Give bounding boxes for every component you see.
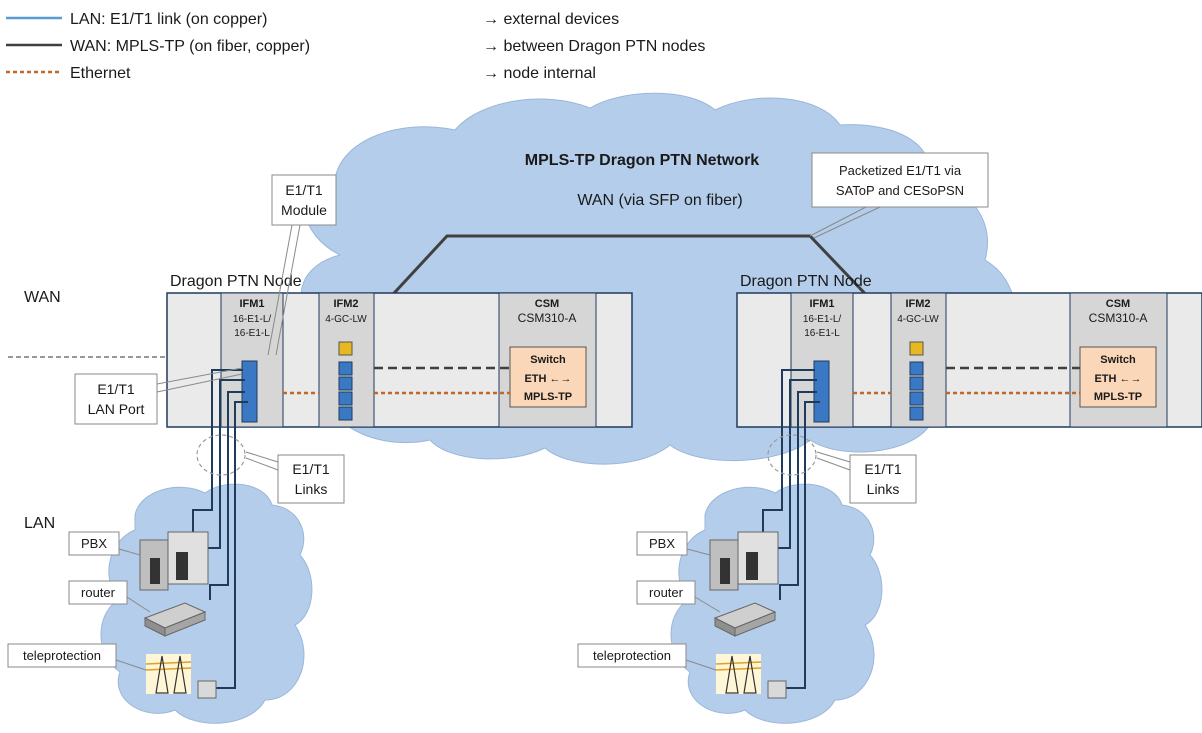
csm-name: CSM	[1106, 298, 1130, 310]
sfp-port[interactable]	[909, 341, 924, 356]
links-highlight-circle	[196, 434, 246, 476]
teleprotection-label-box	[577, 643, 687, 668]
callout-module-line2: Module	[281, 202, 327, 218]
legend: LAN: E1/T1 link (on copper) → external d…	[6, 11, 705, 82]
router-icon	[713, 602, 777, 637]
legend-meaning-ethernet: → node internal	[483, 65, 596, 82]
ethernet-port[interactable]	[909, 391, 924, 406]
pbx-label-box	[636, 531, 688, 556]
callout-links-left: E1/T1 Links	[245, 451, 345, 504]
callout-links-right-line1: E1/T1	[864, 461, 902, 477]
ethernet-port[interactable]	[338, 406, 353, 421]
e1-links	[762, 369, 820, 689]
ifm2-name: IFM2	[905, 298, 930, 310]
teleprotection-pointer	[685, 659, 717, 671]
switch-mpls-label: MPLS-TP	[1094, 391, 1142, 403]
cloud-title: MPLS-TP Dragon PTN Network	[525, 152, 759, 169]
router-label-box	[68, 580, 128, 605]
device-label-teleprotection: teleprotection	[593, 648, 671, 663]
switch-box	[509, 346, 587, 408]
callout-module-line1: E1/T1	[285, 182, 323, 198]
switch-box	[1079, 346, 1157, 408]
callout-links-left-line2: Links	[295, 481, 328, 497]
callout-lan-port: E1/T1 LAN Port	[74, 367, 243, 425]
legend-label-wan: WAN: MPLS-TP (on fiber, copper)	[70, 38, 310, 55]
csm-model: CSM310-A	[1089, 311, 1148, 325]
ifm2-type: 4-GC-LW	[897, 314, 939, 325]
pbx-pointer	[118, 548, 141, 556]
device-label-pbx: PBX	[81, 536, 107, 551]
switch-label: Switch	[1100, 354, 1136, 366]
zone-label-wan: WAN	[24, 289, 61, 306]
ethernet-port[interactable]	[338, 376, 353, 391]
callout-links-right: E1/T1 Links	[816, 451, 917, 504]
callout-lan-port-line2: LAN Port	[88, 401, 145, 417]
router-label-box	[636, 580, 696, 605]
callout-links-left-line1: E1/T1	[292, 461, 330, 477]
legend-label-ethernet: Ethernet	[70, 65, 131, 82]
pbx-label-box	[68, 531, 120, 556]
legend-label-lan: LAN: E1/T1 link (on copper)	[70, 11, 267, 28]
switch-eth-label: ETH ←→	[524, 373, 571, 385]
ethernet-port[interactable]	[909, 361, 924, 376]
e1-links	[192, 369, 248, 689]
switch-mpls-label: MPLS-TP	[524, 391, 572, 403]
pbx-pointer	[686, 548, 711, 556]
ifm1-name: IFM1	[809, 298, 834, 310]
callout-packetized-line1: Packetized E1/T1 via	[839, 163, 962, 178]
ethernet-port[interactable]	[909, 406, 924, 421]
callout-packetized: Packetized E1/T1 via SAToP and CESoPSN	[809, 152, 989, 239]
cloud-subtitle: WAN (via SFP on fiber)	[577, 192, 742, 209]
ifm1-name: IFM1	[239, 298, 264, 310]
device-label-pbx: PBX	[649, 536, 675, 551]
ifm1-type-line1: 16-E1-L/	[803, 314, 842, 325]
callout-lan-port-line1: E1/T1	[97, 381, 135, 397]
ethernet-port[interactable]	[338, 391, 353, 406]
zone-label-lan: LAN	[24, 515, 55, 532]
csm-model: CSM310-A	[518, 311, 577, 325]
ethernet-port[interactable]	[909, 376, 924, 391]
node-title: Dragon PTN Node	[740, 273, 872, 290]
pbx-icon	[139, 531, 209, 591]
ifm1-type-line1: 16-E1-L/	[233, 314, 272, 325]
ifm2-type: 4-GC-LW	[325, 314, 367, 325]
node-title: Dragon PTN Node	[170, 273, 302, 290]
links-highlight-circle	[767, 434, 817, 476]
device-label-router: router	[81, 585, 116, 600]
device-label-teleprotection: teleprotection	[23, 648, 101, 663]
teleprotection-icon	[145, 654, 217, 699]
callout-packetized-line2: SAToP and CESoPSN	[836, 183, 964, 198]
device-label-router: router	[649, 585, 684, 600]
node-left: Dragon PTN Node IFM1 16-E1-L/ 16-E1-L IF…	[7, 273, 633, 699]
wan-mpls-link	[344, 234, 916, 347]
router-pointer	[694, 596, 721, 613]
node-right: Dragon PTN Node IFM1 16-E1-L/ 16-E1-L IF…	[577, 273, 1202, 699]
router-icon	[143, 602, 207, 637]
callout-links-right-line2: Links	[867, 481, 900, 497]
ifm1-type-line2: 16-E1-L	[234, 328, 270, 339]
legend-meaning-wan: → between Dragon PTN nodes	[483, 38, 705, 55]
teleprotection-pointer	[115, 659, 147, 671]
switch-eth-label: ETH ←→	[1094, 373, 1141, 385]
switch-label: Switch	[530, 354, 566, 366]
ifm2-name: IFM2	[333, 298, 358, 310]
callout-module: E1/T1 Module	[267, 174, 337, 356]
csm-name: CSM	[535, 298, 559, 310]
router-pointer	[126, 596, 151, 613]
ifm1-type-line2: 16-E1-L	[804, 328, 840, 339]
teleprotection-icon	[715, 654, 787, 699]
ethernet-port[interactable]	[338, 361, 353, 376]
teleprotection-label-box	[7, 643, 117, 668]
legend-meaning-lan: → external devices	[483, 11, 619, 28]
sfp-port[interactable]	[338, 341, 353, 356]
pbx-icon	[709, 531, 779, 591]
